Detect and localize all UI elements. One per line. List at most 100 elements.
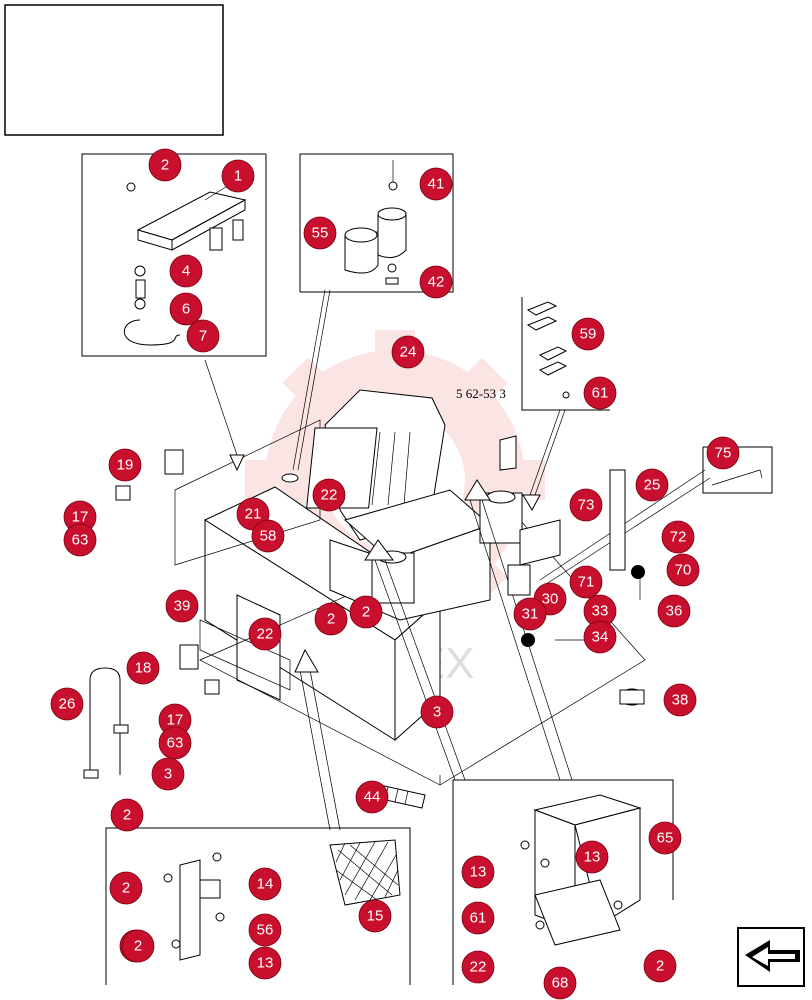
callout-41[interactable]: 41 [419, 167, 453, 201]
callout-label: 3 [164, 766, 172, 783]
callout-17[interactable]: 17 [158, 703, 192, 737]
callout-59[interactable]: 59 [571, 317, 605, 351]
callout-34[interactable]: 34 [583, 620, 617, 654]
callout-22[interactable]: 22 [248, 617, 282, 651]
callout-58[interactable]: 58 [251, 519, 285, 553]
callout-68[interactable]: 68 [543, 966, 577, 1000]
callout-38[interactable]: 38 [663, 683, 697, 717]
detail-box-bottom-left [105, 827, 411, 985]
callout-61[interactable]: 61 [583, 376, 617, 410]
callout-label: 26 [59, 696, 76, 713]
callout-marker [303, 216, 337, 250]
callout-6[interactable]: 6 [169, 292, 203, 326]
callout-marker [355, 780, 389, 814]
callout-marker [349, 595, 383, 629]
callout-label: 39 [174, 598, 191, 615]
callout-label: 3 [433, 704, 441, 721]
callout-marker [169, 254, 203, 288]
callout-18[interactable]: 18 [126, 651, 160, 685]
callout-marker [661, 520, 695, 554]
arrow-left-icon[interactable] [737, 927, 805, 987]
callout-17[interactable]: 17 [63, 500, 97, 534]
callout-33[interactable]: 33 [583, 594, 617, 628]
callout-73[interactable]: 73 [569, 488, 603, 522]
callout-75[interactable]: 75 [706, 436, 740, 470]
callout-56[interactable]: 56 [248, 913, 282, 947]
callout-label: 70 [675, 562, 692, 579]
detail-box-plates [521, 297, 610, 411]
callout-55[interactable]: 55 [303, 216, 337, 250]
callout-marker [248, 913, 282, 947]
callout-label: 58 [260, 528, 277, 545]
callout-63[interactable]: 63 [63, 523, 97, 557]
callout-label: 2 [122, 880, 130, 897]
callout-31[interactable]: 31 [513, 597, 547, 631]
callout-marker [148, 148, 182, 182]
callout-label: 42 [428, 274, 445, 291]
callout-39[interactable]: 39 [165, 589, 199, 623]
detail-box-lever [702, 446, 773, 494]
callout-marker [108, 448, 142, 482]
callout-2[interactable]: 2 [110, 798, 144, 832]
callout-13[interactable]: 13 [575, 840, 609, 874]
detail-box-cups [299, 153, 454, 293]
callout-13[interactable]: 13 [248, 946, 282, 980]
callout-marker [419, 167, 453, 201]
callout-marker [583, 620, 617, 654]
callout-22[interactable]: 22 [312, 478, 346, 512]
callout-label: 4 [182, 263, 190, 280]
callout-marker [648, 821, 682, 855]
callout-3[interactable]: 3 [420, 695, 454, 729]
callout-36[interactable]: 36 [657, 594, 691, 628]
callout-marker [420, 695, 454, 729]
callout-72[interactable]: 72 [661, 520, 695, 554]
callout-1[interactable]: 1 [221, 159, 255, 193]
callout-61[interactable]: 61 [461, 901, 495, 935]
callout-26[interactable]: 26 [50, 687, 84, 721]
callout-63[interactable]: 63 [158, 726, 192, 760]
callout-2[interactable]: 2 [314, 602, 348, 636]
callout-14[interactable]: 14 [248, 867, 282, 901]
callout-71[interactable]: 71 [569, 565, 603, 599]
callout-44[interactable]: 44 [355, 780, 389, 814]
callout-marker [248, 867, 282, 901]
callout-2[interactable]: 2 [643, 949, 677, 983]
callout-marker [314, 602, 348, 636]
callout-2[interactable]: 2 [349, 595, 383, 629]
callout-label: 6 [182, 301, 190, 318]
callout-7[interactable]: 7 [186, 319, 220, 353]
callout-label: 2 [656, 958, 664, 975]
callout-label: 63 [167, 735, 184, 752]
callout-label: 2 [134, 938, 142, 955]
callout-65[interactable]: 65 [648, 821, 682, 855]
leader-lines [204, 289, 711, 831]
callout-marker [221, 159, 255, 193]
callout-4[interactable]: 4 [169, 254, 203, 288]
callout-marker [248, 617, 282, 651]
callout-marker [158, 726, 192, 760]
callout-label: 34 [592, 629, 609, 646]
callout-label: 14 [257, 876, 274, 893]
callout-marker [657, 594, 691, 628]
callout-42[interactable]: 42 [419, 265, 453, 299]
callout-label: 17 [72, 509, 89, 526]
callout-label: 21 [245, 506, 262, 523]
callout-label: 17 [167, 712, 184, 729]
callout-13[interactable]: 13 [461, 855, 495, 889]
callout-25[interactable]: 25 [635, 468, 669, 502]
detail-box-tray [81, 153, 267, 357]
callout-15[interactable]: 15 [358, 899, 392, 933]
callout-2[interactable]: 2 [109, 871, 143, 905]
callout-marker [583, 376, 617, 410]
callout-3[interactable]: 3 [151, 757, 185, 791]
callout-70[interactable]: 70 [666, 553, 700, 587]
callout-19[interactable]: 19 [108, 448, 142, 482]
callout-2[interactable]: 2 [148, 148, 182, 182]
callout-2[interactable]: 2 [121, 929, 155, 963]
callout-24[interactable]: 24 [391, 335, 425, 369]
brackets [83, 449, 645, 779]
callout-22[interactable]: 22 [461, 950, 495, 984]
callout-marker [165, 589, 199, 623]
callout-label: 7 [199, 328, 207, 345]
